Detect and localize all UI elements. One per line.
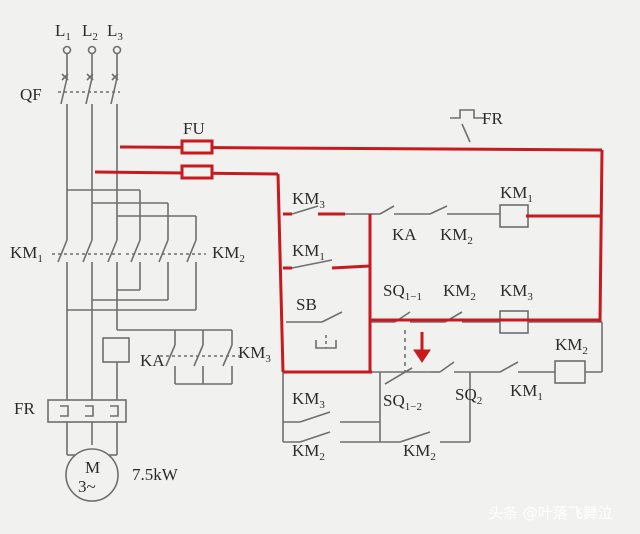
ka-coil-block [102,337,130,363]
label-motor-phase: 3~ [78,477,96,496]
motor [65,448,119,502]
label-fu: FU [183,119,205,138]
label-l2: L2 [82,21,98,43]
label-motor-power: 7.5kW [132,465,179,484]
km3-coil [499,310,529,334]
label-l3: L3 [107,21,123,43]
label-km2-aux-bottom-right: KM2 [403,441,436,463]
label-ka-aux: KA [392,225,417,244]
label-km3-aux-bottom: KM3 [292,389,325,411]
breaker-qf [58,54,120,115]
label-km2-main: KM2 [212,243,245,265]
label-km1-aux: KM1 [292,241,325,263]
label-km2-aux-mid: KM2 [443,281,476,303]
label-sb: SB [296,295,317,314]
fuse-fu-1 [180,139,214,155]
label-km3-coil: KM3 [500,281,533,303]
watermark: 头条 @叶落飞舞泣 [488,504,613,522]
label-ka-main: KA [140,351,165,370]
label-km2-aux-top: KM2 [440,225,473,247]
km3-main-contacts [160,344,242,385]
terminal-l3 [112,45,122,55]
terminal-l1 [62,45,72,55]
label-km1-coil: KM1 [500,183,533,205]
active-current-path [94,139,604,374]
fr-nc-contact [450,109,484,119]
km2-main-contacts [67,239,206,311]
overload-relay-fr [47,399,127,423]
flow-arrow-icon [413,332,431,363]
terminal-l2 [87,45,97,55]
labels: L1 L2 L3 QF FU FR KM1 KM2 KA KM3 FR M 3~… [10,21,588,496]
km1-coil [499,204,529,228]
km1-main-contacts [52,239,122,400]
power-circuit [47,45,242,502]
label-km3-main: KM3 [238,343,271,365]
label-km3-aux: KM3 [292,189,325,211]
control-circuit [282,109,603,443]
label-l1: L1 [55,21,71,43]
label-km2-coil: KM2 [555,335,588,357]
label-sq2: SQ2 [455,385,482,407]
label-fr-contact: FR [482,109,503,128]
km2-coil [554,360,586,384]
label-motor: M [85,458,100,477]
label-km1-aux-bottom: KM1 [510,381,543,403]
label-km2-aux-bottom-left: KM2 [292,441,325,463]
label-fr-relay: FR [14,399,35,418]
label-km1-main: KM1 [10,243,43,265]
label-qf: QF [20,85,42,104]
fuse-fu-2 [180,164,214,180]
label-sq1-1: SQ1−1 [383,281,422,303]
label-sq1-2: SQ1−2 [383,391,422,413]
